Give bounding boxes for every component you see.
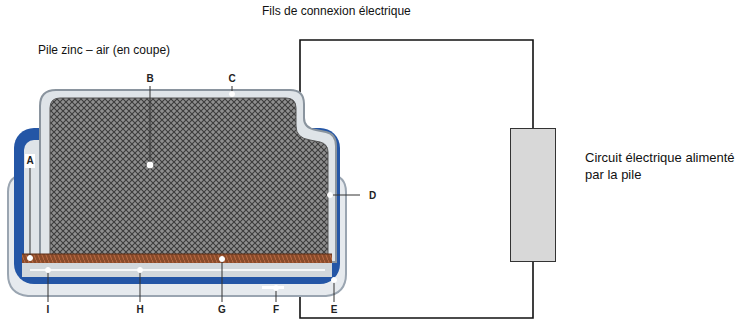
caption-label: Fils de connexion électrique [262,4,411,18]
callout-letter: D [368,189,377,203]
callout-letter: C [227,72,236,86]
air-layer [22,263,332,277]
top-cap [40,90,336,262]
cathode-layer [22,254,332,263]
callout-letter: H [135,303,144,317]
circuit-label: Circuit électrique alimenté par la pile [585,149,745,183]
callout-letter: G [217,303,227,317]
callout-letter: F [272,303,280,317]
zinc-anode [50,98,328,256]
callout-letter: E [330,303,339,317]
caption-label: Pile zinc – air (en coupe) [38,43,170,57]
circuit-box: Circuit électrique alimenté par la pile [510,128,556,262]
leader-line [28,86,361,302]
callout-letter: A [25,154,34,168]
air-hole [262,286,284,289]
callout-letter: I [46,303,51,317]
callout-letter: B [145,72,154,86]
